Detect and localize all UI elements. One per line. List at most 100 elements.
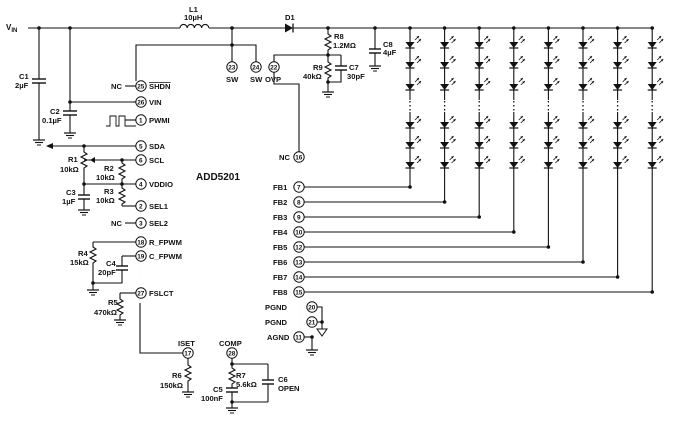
svg-text:4µF: 4µF [383,48,397,57]
svg-text:R9: R9 [313,63,323,72]
resistor-r8: R8 1.2MΩ [323,28,356,55]
pin-label: FB8 [273,288,287,297]
pin-label: FB3 [273,213,287,222]
svg-text:24: 24 [252,64,260,71]
led-icon [508,35,526,49]
svg-text:26: 26 [137,99,145,106]
svg-text:L1: L1 [189,5,199,14]
svg-text:C5: C5 [213,385,223,394]
svg-text:5: 5 [139,143,143,150]
pin-27: 27 FSLCT [120,287,174,299]
led-string [612,26,630,279]
pin-label: FB6 [273,258,287,267]
svg-text:R2: R2 [104,164,114,173]
led-string [577,26,595,264]
svg-text:20: 20 [308,304,316,311]
led-icon [474,77,491,91]
vin-label: VIN [6,23,17,34]
pin-21: PGND 21 [265,316,318,328]
resistor-r1: R1 10kΩ [60,147,95,174]
resistor-r5: R5 470kΩ [94,293,127,326]
led-icon [543,155,561,169]
led-string [543,26,561,249]
svg-text:C8: C8 [383,40,393,49]
led-icon [474,35,491,49]
svg-text:25: 25 [137,83,145,90]
led-icon [474,55,491,69]
pin-16: NC 16 [279,151,305,163]
svg-text:PGND: PGND [265,318,287,327]
led-icon [612,115,630,129]
svg-text:10kΩ: 10kΩ [60,165,79,174]
pin-label: FB1 [273,183,288,192]
pin-22: 22 OVP [265,61,281,84]
pin-20: PGND 20 [265,301,318,313]
svg-text:NC: NC [111,219,122,228]
svg-text:20pF: 20pF [98,268,116,277]
led-icon [508,55,526,69]
svg-text:4: 4 [139,181,143,188]
pin-4: 4 VDDIO [84,178,173,190]
svg-text:NC: NC [111,82,122,91]
svg-text:23: 23 [228,64,236,71]
svg-text:21: 21 [308,319,316,326]
svg-text:SCL: SCL [149,156,165,165]
diode-d1: D1 [285,13,295,33]
svg-text:C3: C3 [66,188,76,197]
svg-text:11: 11 [295,334,302,341]
pin-label: FB5 [273,243,288,252]
led-icon [439,155,457,169]
led-icon [508,77,526,91]
svg-text:VDDIO: VDDIO [149,180,173,189]
led-icon [647,135,664,149]
svg-text:10µH: 10µH [184,13,202,22]
svg-text:100nF: 100nF [201,394,223,403]
led-icon [612,135,630,149]
led-icon [543,135,561,149]
svg-text:R6: R6 [172,371,182,380]
pin-19: 19 C_FPWM [122,250,182,262]
pin-1: 1 PWMI [106,114,170,127]
svg-text:10kΩ: 10kΩ [96,173,115,182]
led-icon [577,35,595,49]
svg-text:17: 17 [184,350,192,357]
svg-text:18: 18 [137,239,145,246]
pin-3: NC 3 SEL2 [111,217,168,229]
led-icon [577,115,595,129]
pin-23: 23 SW [226,61,239,84]
svg-text:C2: C2 [50,107,60,116]
svg-text:2µF: 2µF [15,81,29,90]
pin-label: FB7 [273,273,287,282]
ground-symbol [316,328,328,337]
led-icon [543,55,561,69]
capacitor-c3: C3 1µF [62,184,91,216]
pin-25: NC 25 SHDN [111,80,171,92]
svg-text:SHDN: SHDN [149,82,171,91]
svg-text:22: 22 [270,64,278,71]
svg-text:OPEN: OPEN [278,384,300,393]
led-icon [439,135,457,149]
led-icon [439,55,457,69]
led-icon [612,77,630,91]
pin-6: 6 SCL [84,154,165,166]
pin-5: 5 SDA [46,140,166,152]
led-icon [577,55,595,69]
svg-text:C6: C6 [278,375,288,384]
resistor-r2: R2 10kΩ [96,158,127,184]
led-icon [612,55,630,69]
svg-text:3: 3 [139,220,143,227]
svg-text:FSLCT: FSLCT [149,289,174,298]
pin-label: FB2 [273,198,287,207]
led-icon [647,155,664,169]
svg-text:1: 1 [139,117,143,124]
svg-text:C1: C1 [19,72,29,81]
led-string [439,26,457,204]
capacitor-c8: C8 4µF [368,28,397,72]
led-icon [508,115,526,129]
led-icon [508,155,526,169]
